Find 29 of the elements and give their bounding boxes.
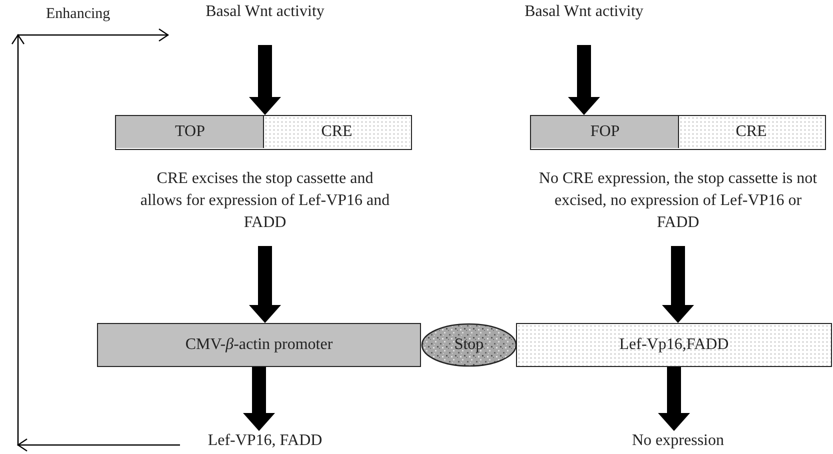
text-label: Lef-VP16, FADD — [208, 431, 322, 451]
block-arrow — [243, 367, 275, 431]
text-label: Basal Wnt activity — [206, 2, 324, 22]
gene-segment — [262, 116, 410, 148]
promoter-segment — [531, 116, 679, 148]
stop-cassette — [421, 323, 517, 367]
text-label: CRE excises the stop cassette and allows for expression of Lef-VP16 and FADD — [139, 169, 391, 233]
block-arrow — [249, 45, 281, 115]
edge-label: Enhancing — [44, 5, 112, 23]
promoter-segment — [97, 323, 421, 367]
segment-label: TOP — [175, 122, 205, 142]
gene-segment — [678, 116, 824, 148]
block-arrow — [658, 367, 690, 431]
segment-label: FOP — [590, 122, 620, 142]
block-arrow — [249, 246, 281, 323]
construct-bar — [115, 115, 412, 150]
construct-bar — [530, 115, 826, 150]
segment-label: CRE — [321, 122, 352, 142]
text-label: No expression — [632, 431, 724, 451]
segment-label: Stop — [454, 335, 484, 355]
promoter-segment — [116, 116, 264, 148]
segment-label: CMV-β-actin promoter — [185, 335, 333, 355]
text-label: No CRE expression, the stop cassette is not excised, no expression of Lef-VP16 or FADD — [538, 169, 818, 233]
segment-label: CRE — [736, 122, 767, 142]
block-arrow — [662, 246, 694, 323]
text-label: Basal Wnt activity — [524, 2, 644, 22]
block-arrow — [568, 45, 600, 115]
segment-label: Lef-Vp16,FADD — [619, 335, 729, 355]
gene-segment — [516, 323, 832, 367]
